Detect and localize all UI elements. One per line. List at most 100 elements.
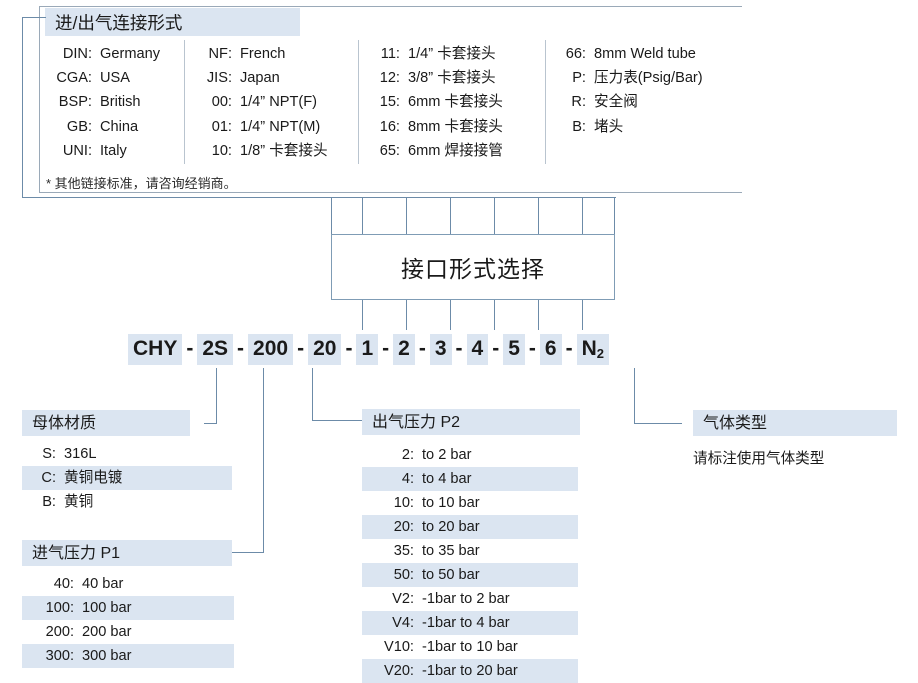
connector-bottom-6 <box>582 300 583 330</box>
column-divider-1 <box>184 40 185 164</box>
list-item: 10:to 10 bar <box>393 494 480 511</box>
code-dash: - <box>565 337 573 360</box>
connector-top-2 <box>406 197 407 234</box>
outlet-connector-horizontal <box>312 420 362 421</box>
list-item: BSP:British <box>58 94 141 111</box>
list-item: 10:1/8” 卡套接头 <box>211 142 328 159</box>
inlet-connector-horizontal <box>229 552 264 553</box>
code-segment-port-1: 1 <box>356 333 379 365</box>
list-item: GB:China <box>66 118 139 135</box>
code-dash: - <box>382 337 390 360</box>
connector-top-6 <box>582 197 583 234</box>
connection-type-title: 进/出气连接形式 <box>45 8 300 36</box>
list-item: V20:-1bar to 20 bar <box>362 659 578 683</box>
list-item: 50:to 50 bar <box>362 563 578 587</box>
gas-type-title: 气体类型 <box>693 410 897 436</box>
list-item: C:黄铜电镀 <box>22 466 232 490</box>
center-box-left-riser <box>331 197 332 234</box>
code-segment-port-6: 6 <box>539 333 562 365</box>
code-dash: - <box>297 337 305 360</box>
connection-column-2: NF:French JIS:Japan 00:1/4” NPT(F) 01:1/… <box>200 42 328 163</box>
list-item: 2:to 2 bar <box>401 446 472 463</box>
list-item: 12:3/8” 卡套接头 <box>379 70 496 87</box>
list-item: R:安全阀 <box>571 94 638 111</box>
connection-column-3: 11:1/4” 卡套接头 12:3/8” 卡套接头 15:6mm 卡套接头 16… <box>374 42 503 163</box>
connector-bottom-5 <box>538 300 539 330</box>
list-item: 01:1/4” NPT(M) <box>211 118 321 135</box>
outlet-pressure-title: 出气压力 P2 <box>362 409 580 435</box>
inlet-pressure-option-list: 40:40 bar 100:100 bar 200:200 bar 300:30… <box>22 572 234 668</box>
list-item: 200:200 bar <box>45 623 132 640</box>
connector-bottom-2 <box>406 300 407 330</box>
material-option-list: S:316L C:黄铜电镀 B:黄铜 <box>22 442 232 514</box>
list-item: V2:-1bar to 2 bar <box>392 590 510 607</box>
connection-column-4: 66:8mm Weld tube P:压力表(Psig/Bar) R:安全阀 B… <box>560 42 703 139</box>
code-dash: - <box>418 337 426 360</box>
list-item: 00:1/4” NPT(F) <box>211 94 318 111</box>
gas-connector-vertical <box>634 368 635 423</box>
outlet-pressure-option-list: 2:to 2 bar 4:to 4 bar 10:to 10 bar 20:to… <box>362 443 578 683</box>
list-item: 35:to 35 bar <box>393 542 480 559</box>
gas-type-note: 请标注使用气体类型 <box>693 451 825 467</box>
connector-top-1 <box>362 197 363 234</box>
code-segment-outlet-pressure: 20 <box>308 333 342 365</box>
code-segment-port-4: 4 <box>466 333 489 365</box>
code-segment-port-2: 2 <box>393 333 415 365</box>
list-item: 15:6mm 卡套接头 <box>379 94 503 111</box>
material-title: 母体材质 <box>22 410 190 436</box>
trunk-line <box>22 197 616 198</box>
list-item: P:压力表(Psig/Bar) <box>572 70 703 87</box>
list-item: 65:6mm 焊接接管 <box>379 142 503 159</box>
list-item: 20:to 20 bar <box>362 515 578 539</box>
list-item: 4:to 4 bar <box>362 467 578 491</box>
code-segment-material: 2S <box>197 333 234 365</box>
list-item: B:堵头 <box>572 118 624 135</box>
code-segment-prefix: CHY <box>128 333 183 365</box>
code-dash: - <box>492 337 500 360</box>
connector-top-4 <box>494 197 495 234</box>
list-item: NF:French <box>208 46 286 62</box>
code-dash: - <box>455 337 463 360</box>
list-item: S:316L <box>42 445 97 462</box>
outlet-connector-vertical <box>312 368 313 420</box>
list-item: V10:-1bar to 10 bar <box>383 638 518 655</box>
connector-top-5 <box>538 197 539 234</box>
list-item: UNI:Italy <box>62 142 127 159</box>
list-item: 40:40 bar <box>53 575 124 592</box>
code-dash: - <box>186 337 194 360</box>
code-dash: - <box>237 337 245 360</box>
code-segment-port-5: 5 <box>503 333 525 365</box>
inlet-connector-vertical <box>263 368 264 553</box>
top-bracket-horizontal <box>22 17 46 18</box>
interface-type-box: 接口形式选择 <box>331 234 615 300</box>
material-connector-vertical <box>216 368 217 423</box>
code-segment-inlet-pressure: 200 <box>248 333 294 365</box>
inlet-pressure-title: 进气压力 P1 <box>22 540 232 566</box>
center-box-right-riser <box>614 197 615 234</box>
gas-subscript: 2 <box>596 345 604 361</box>
connection-footnote: * 其他链接标准，请咨询经销商。 <box>46 176 237 191</box>
material-connector-horizontal <box>204 423 217 424</box>
connector-bottom-4 <box>494 300 495 330</box>
gas-connector-horizontal <box>634 423 682 424</box>
code-dash: - <box>345 337 353 360</box>
connection-type-reference-box <box>39 6 742 193</box>
list-item: JIS:Japan <box>206 70 280 87</box>
list-item: CGA:USA <box>56 70 131 87</box>
list-item: 300:300 bar <box>22 644 234 668</box>
code-dash: - <box>528 337 536 360</box>
code-segment-port-3: 3 <box>429 333 452 365</box>
list-item: 16:8mm 卡套接头 <box>379 118 503 135</box>
list-item: DIN:Germany <box>62 46 161 62</box>
connector-top-3 <box>450 197 451 234</box>
list-item: V4:-1bar to 4 bar <box>362 611 578 635</box>
list-item: 66:8mm Weld tube <box>565 46 696 62</box>
list-item: 100:100 bar <box>22 596 234 620</box>
product-code-line: CHY - 2S - 200 - 20 - 1 - 2 - 3 - 4 - 5 … <box>128 333 609 365</box>
connector-bottom-1 <box>362 300 363 330</box>
interface-type-label: 接口形式选择 <box>401 256 545 282</box>
code-segment-gas-type: N2 <box>576 333 609 365</box>
top-bracket-vertical <box>22 17 23 198</box>
connection-column-1: DIN:Germany CGA:USA BSP:British GB:China… <box>46 42 160 163</box>
column-divider-2 <box>358 40 359 164</box>
